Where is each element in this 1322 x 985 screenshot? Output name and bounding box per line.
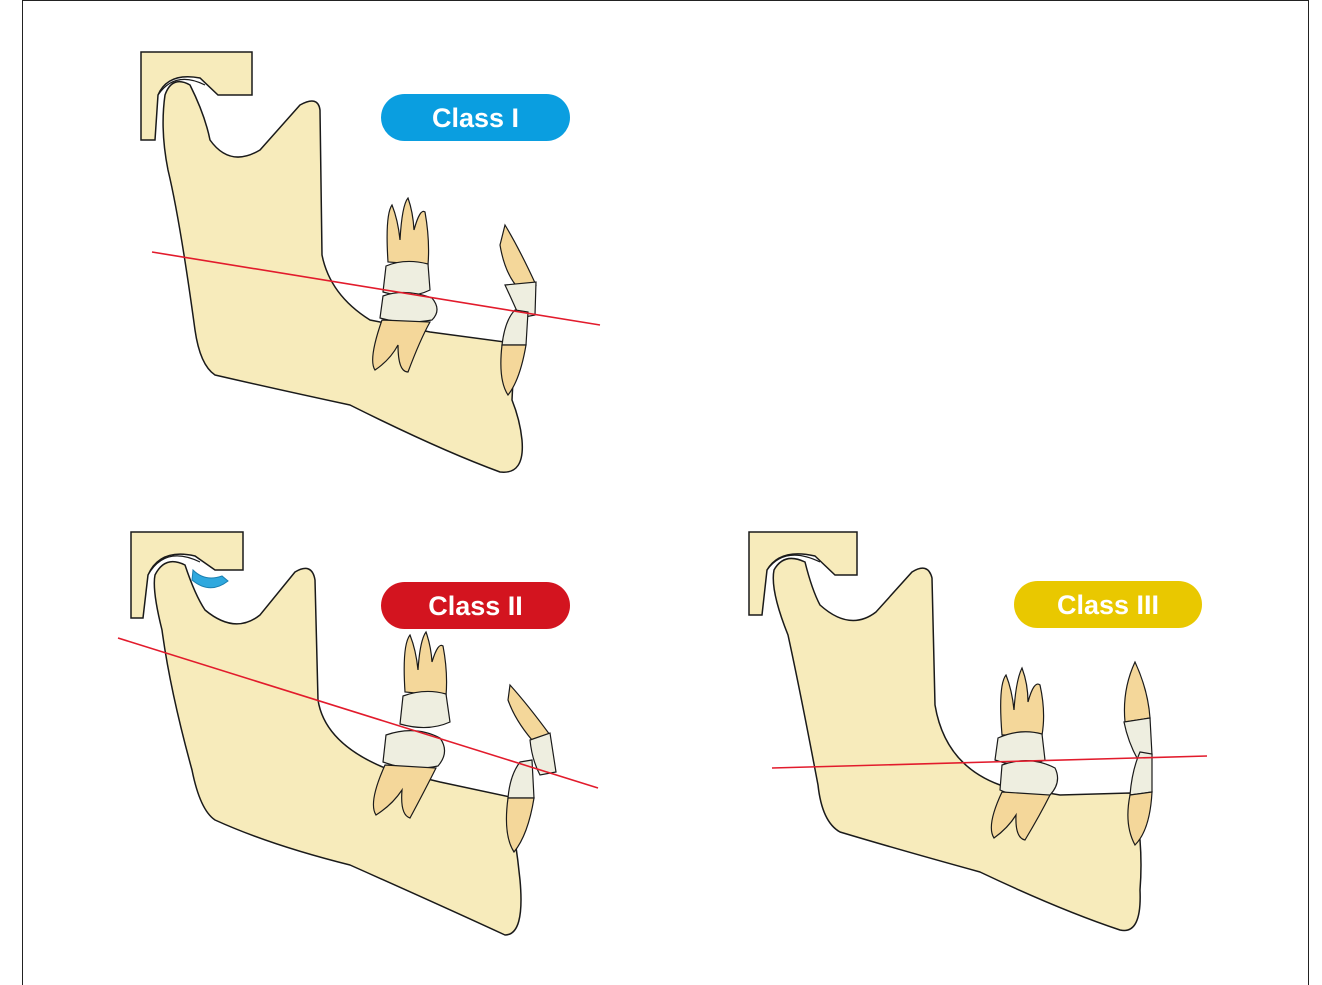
lower-incisor-root <box>501 345 526 395</box>
upper-molar-root <box>387 198 428 265</box>
lower-incisor-root <box>506 798 534 852</box>
panel-class-3: Class III <box>749 532 1207 931</box>
class-2-label: Class II <box>428 591 523 621</box>
upper-molar-root <box>1001 668 1044 735</box>
class-3-label: Class III <box>1057 590 1159 620</box>
upper-molar-root <box>404 632 446 696</box>
panel-class-1: Class I <box>141 52 600 472</box>
upper-incisor <box>500 225 536 290</box>
panel-class-2: Class II <box>118 532 598 935</box>
lower-molar-crown <box>383 731 445 769</box>
condyle-highlight <box>192 570 228 588</box>
upper-incisor <box>508 685 550 740</box>
lower-molar-crown <box>1000 761 1058 797</box>
upper-molar-crown <box>400 691 450 727</box>
lower-incisor-crown <box>508 760 534 798</box>
upper-incisor <box>1124 662 1150 722</box>
class-1-label: Class I <box>432 103 519 133</box>
lower-incisor-root <box>1128 792 1152 845</box>
lower-incisor-crown <box>502 310 528 345</box>
